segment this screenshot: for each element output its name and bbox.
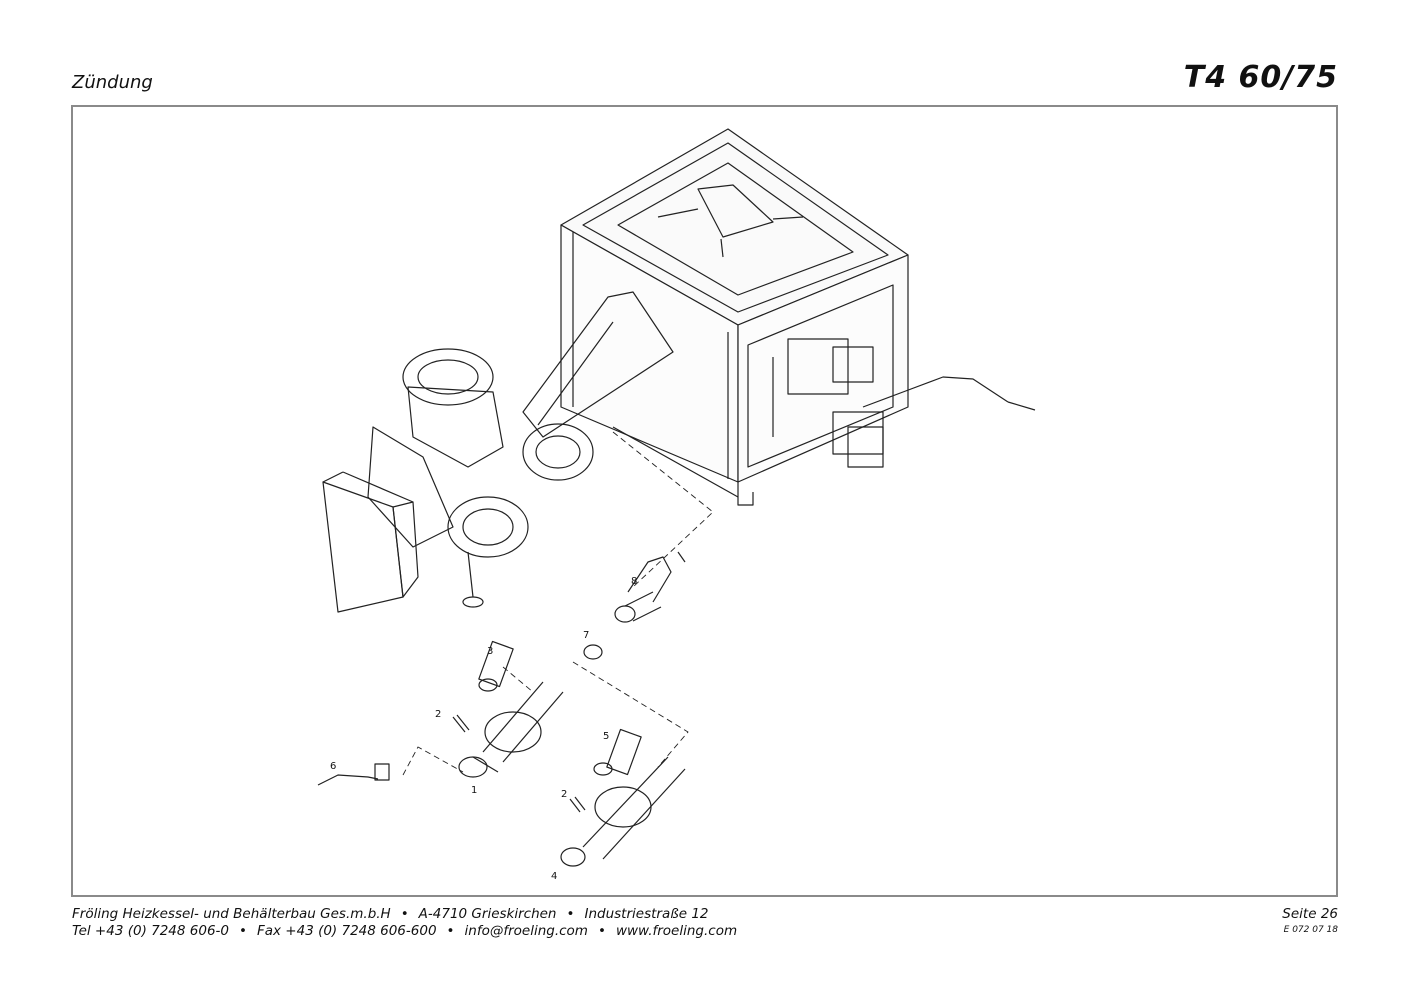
part-label-5: 5: [603, 731, 609, 742]
part-label-2b: 2: [561, 789, 567, 800]
part-label-8: 8: [631, 576, 637, 587]
model-title: T4 60/75: [1183, 60, 1338, 95]
page-number: Seite 26: [1282, 906, 1338, 922]
part-label-7: 7: [583, 630, 589, 641]
exploded-view-drawing: 8 7 3 2 1 6 5 2 4: [317, 128, 1036, 882]
ignition-element-4: [560, 756, 686, 867]
fax-number: Fax +43 (0) 7248 606-600: [256, 923, 437, 939]
control-panel: [747, 284, 894, 468]
part-label-2a: 2: [435, 709, 441, 720]
rotary-valve: [367, 348, 529, 558]
footer-line-2: Tel +43 (0) 7248 606-0•Fax +43 (0) 7248 …: [72, 923, 738, 939]
footer-line-1: Fröling Heizkessel- und Behälterbau Ges.…: [72, 906, 709, 922]
tube-5: [593, 728, 642, 776]
seal-7: [583, 644, 603, 660]
company-address: A-4710 Grieskirchen: [418, 906, 557, 922]
motor-cover: [322, 471, 484, 613]
part-label-6: 6: [330, 761, 336, 772]
phone-number: Tel +43 (0) 7248 606-0: [72, 923, 229, 939]
crank-handle: [832, 376, 1036, 468]
tube-3: [478, 640, 514, 692]
hopper-box: [560, 128, 909, 506]
document-code: E 072 07 18: [1283, 925, 1338, 935]
website-link[interactable]: www.froeling.com: [615, 923, 738, 939]
footer-contact: Fröling Heizkessel- und Behälterbau Ges.…: [72, 906, 737, 940]
part-label-1: 1: [471, 785, 477, 796]
email-link[interactable]: info@froeling.com: [464, 923, 588, 939]
drawing-frame: 8 7 3 2 1 6 5 2 4: [71, 105, 1338, 897]
company-street: Industriestraße 12: [584, 906, 709, 922]
auger-tube: [522, 291, 674, 481]
company-name: Fröling Heizkessel- und Behälterbau Ges.…: [72, 906, 391, 922]
cable-6: [317, 763, 390, 786]
part-label-3: 3: [487, 646, 493, 657]
part-label-4: 4: [551, 871, 557, 882]
footer-page-info: Seite 26 E 072 07 18: [1282, 906, 1338, 937]
ignition-tube-8: [614, 551, 686, 623]
ignition-element-1: [452, 681, 564, 778]
section-title: Zündung: [72, 72, 153, 93]
